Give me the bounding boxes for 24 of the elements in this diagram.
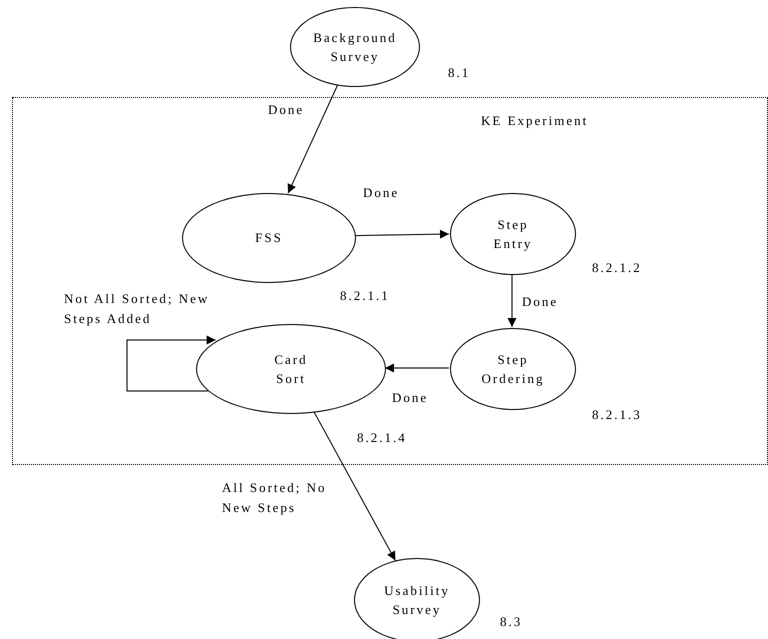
node-label: Step Ordering xyxy=(480,350,546,388)
step-number: 8.2.1.2 xyxy=(592,259,642,277)
group-title: KE Experiment xyxy=(481,112,588,130)
process-ellipse xyxy=(450,328,576,410)
node-label: FSS xyxy=(254,229,284,248)
node-label: Usability Survey xyxy=(383,582,451,619)
arrow xyxy=(313,411,396,562)
arrow xyxy=(126,336,216,392)
node-label: Step Entry xyxy=(492,216,534,253)
process-ellipse xyxy=(450,193,576,275)
step-number: 8.3 xyxy=(500,613,522,631)
process-ellipse xyxy=(182,193,356,283)
process-ellipse xyxy=(354,558,480,639)
step-number: 8.1 xyxy=(448,64,470,82)
arrow xyxy=(354,230,450,239)
node-label: Background Survey xyxy=(312,28,398,66)
node-label: Card Sort xyxy=(273,350,309,388)
step-number: 8.2.1.3 xyxy=(592,406,642,424)
arrow xyxy=(384,364,450,372)
step-number: 8.2.1.1 xyxy=(340,287,390,305)
process-ellipse xyxy=(290,7,420,87)
step-number: 8.2.1.4 xyxy=(357,429,407,447)
arrow xyxy=(288,85,338,194)
arrow xyxy=(508,274,516,328)
